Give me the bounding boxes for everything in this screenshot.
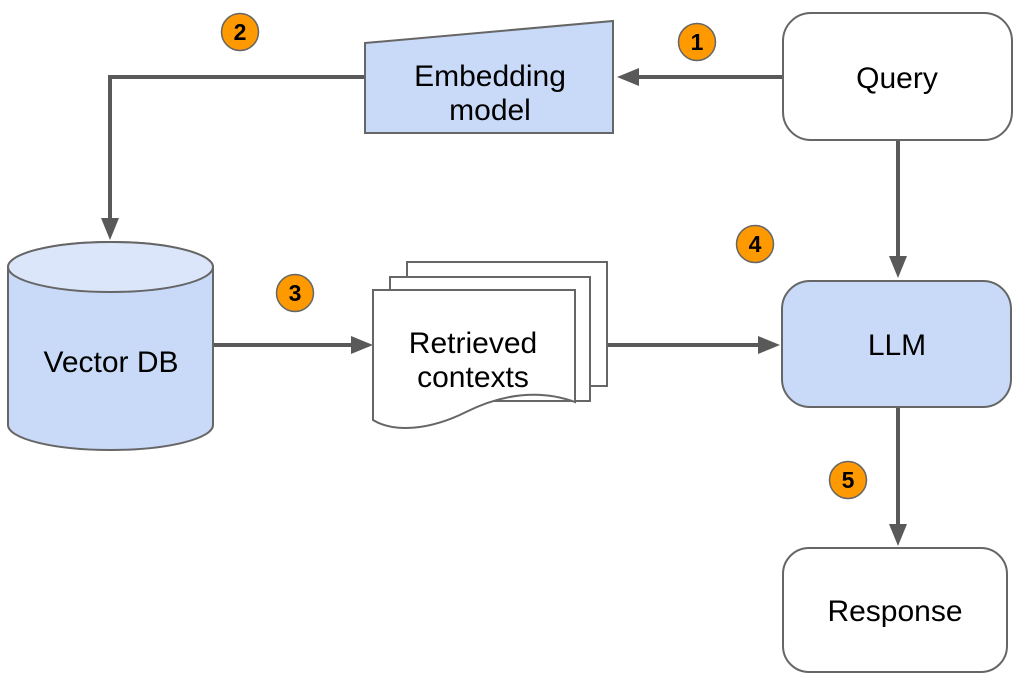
document-front-icon	[372, 289, 576, 429]
arrowhead-down-icon	[101, 218, 119, 240]
node-response	[782, 547, 1008, 673]
retrieved-contexts-label-line2: contexts	[417, 361, 529, 394]
badge-step-1	[677, 22, 717, 62]
badge-step-3-label: 3	[289, 280, 302, 306]
arrowhead-down-icon	[889, 256, 907, 278]
retrieved-contexts-label-line1: Retrieved	[409, 327, 537, 360]
vector-db-label: Vector DB	[43, 346, 178, 379]
badge-step-1-label: 1	[691, 29, 704, 55]
embedding-model-label-line2: model	[449, 94, 531, 127]
arrowhead-down-icon	[889, 524, 907, 546]
node-llm	[781, 280, 1012, 408]
connector-embedding-to-vectordb	[101, 75, 365, 240]
arrowhead-left-icon	[617, 68, 639, 86]
connector-query-to-llm	[889, 140, 907, 278]
node-query	[782, 12, 1013, 141]
connector-contexts-to-llm	[607, 336, 780, 354]
vector-db-cylinder-top	[7, 241, 214, 293]
shapes-layer	[7, 12, 1013, 673]
arrowhead-right-icon	[758, 336, 780, 354]
labels-layer: Embedding model Query Vector DB Retrieve…	[43, 19, 962, 628]
badge-step-3	[275, 273, 315, 313]
node-retrieved-contexts	[372, 261, 608, 429]
node-embedding-model	[364, 19, 614, 134]
connector-line	[108, 75, 365, 222]
query-label: Query	[856, 62, 938, 95]
llm-label: LLM	[868, 329, 926, 362]
badge-step-2-label: 2	[234, 19, 247, 45]
embedding-model-label-line1: Embedding	[414, 60, 566, 93]
connector-llm-to-response	[889, 407, 907, 546]
step-badges	[220, 12, 868, 500]
arrowhead-right-icon	[351, 336, 373, 354]
badge-step-5-label: 5	[842, 467, 855, 493]
response-label: Response	[827, 595, 962, 628]
connector-query-to-embedding	[617, 68, 783, 86]
connector-vectordb-to-contexts	[213, 336, 373, 354]
badge-step-2	[220, 12, 260, 52]
badge-step-5	[828, 460, 868, 500]
badge-step-4	[735, 224, 775, 264]
connectors-layer	[101, 68, 907, 546]
badge-step-4-label: 4	[749, 231, 762, 257]
